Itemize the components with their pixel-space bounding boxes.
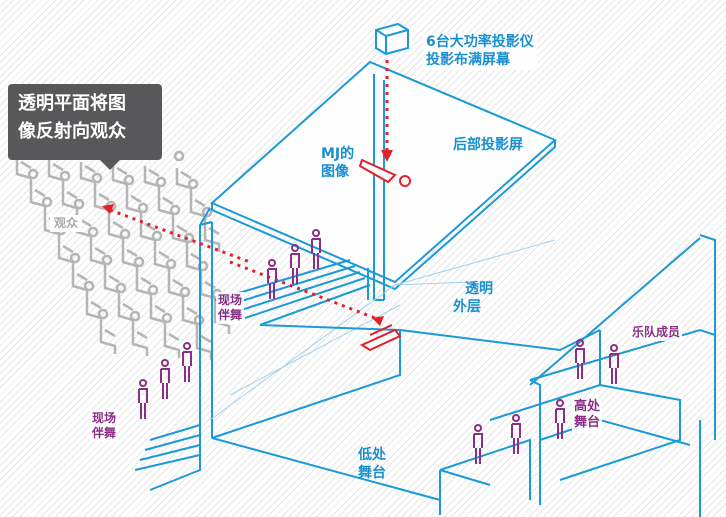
projector-icon — [375, 22, 409, 56]
mj-label-line-2: 图像 — [321, 163, 349, 180]
high-stage — [439, 234, 716, 515]
callout-line-2: 像反射向观众 — [18, 121, 126, 142]
audience-label: 观众 — [50, 215, 83, 232]
front-pillar — [199, 221, 213, 440]
mj-label-line-1: MJ的 — [321, 146, 355, 162]
audience-member — [27, 168, 47, 214]
dancer — [555, 399, 565, 439]
dancer — [267, 259, 277, 299]
audience-member — [173, 150, 193, 196]
audience-member — [137, 202, 157, 248]
dancer — [511, 414, 521, 454]
reflection-callout: 透明平面将图 像反射向观众 — [8, 84, 162, 170]
projector-label-line-2: 投影布满屏幕 — [426, 51, 510, 68]
dancers-lower-line-2: 伴舞 — [92, 426, 117, 440]
transparent-label-line-1: 透明 — [465, 281, 493, 297]
projector-label: 6台大功率投影仪 投影布满屏幕 — [423, 33, 537, 70]
audience-member — [55, 224, 75, 270]
dancers-lower-label: 现场 伴舞 — [90, 410, 119, 442]
dancer — [182, 342, 192, 382]
mj-image-icon — [358, 158, 411, 187]
audience-member — [147, 284, 167, 330]
dancers-lower-line-1: 现场 — [92, 411, 117, 425]
stage-structure — [134, 60, 716, 517]
audience-member — [87, 226, 107, 272]
low-stage — [211, 324, 601, 501]
dancer — [311, 229, 321, 269]
low-stage-label: 低处 舞台 — [355, 446, 389, 483]
audience-figures — [13, 140, 231, 360]
audience-member — [155, 176, 175, 222]
audience-member — [169, 204, 189, 250]
audience-member — [133, 256, 153, 302]
dancers-upper-label: 现场 伴舞 — [216, 292, 245, 324]
dancer-figures — [138, 229, 619, 464]
audience-member — [101, 254, 121, 300]
audience-member — [129, 310, 149, 356]
audience-member — [161, 312, 181, 358]
audience-member — [115, 282, 135, 328]
band-label: 乐队成员 — [630, 324, 683, 341]
audience-member — [83, 280, 103, 326]
audience-member — [151, 230, 171, 276]
support-post — [367, 74, 385, 301]
dancers-upper-line-1: 现场 — [218, 293, 243, 307]
dancer — [575, 339, 585, 379]
low-stage-line-2: 舞台 — [358, 464, 386, 481]
low-stage-line-1: 低处 — [358, 447, 386, 463]
audience-member — [69, 252, 89, 298]
audience-member — [123, 174, 143, 220]
high-stage-label: 高处 舞台 — [572, 398, 603, 433]
audience-member — [179, 286, 199, 332]
audience-member — [193, 314, 213, 360]
dancers-upper-line-2: 伴舞 — [218, 308, 243, 322]
callout-line-1: 透明平面将图 — [18, 93, 126, 114]
ray-arrowheads — [102, 150, 393, 326]
mj-reflection-icon — [359, 324, 402, 352]
audience-member — [187, 178, 207, 224]
projector-label-line-1: 6台大功率投影仪 — [426, 34, 534, 50]
high-stage-line-2: 舞台 — [574, 415, 601, 431]
transparent-layer-label: 透明 外层 — [450, 280, 496, 317]
mj-image-label: MJ的 图像 — [318, 145, 358, 182]
audience-member — [165, 258, 185, 304]
light-rays — [109, 60, 389, 322]
audience-member — [97, 308, 117, 354]
audience-member — [59, 170, 79, 216]
audience-member — [119, 228, 139, 274]
rear-screen-label: 后部投影屏 — [450, 136, 526, 156]
transparent-label-line-2: 外层 — [453, 298, 481, 315]
high-stage-line-1: 高处 — [574, 399, 601, 414]
dancer — [160, 359, 170, 399]
dancer — [138, 379, 148, 419]
dancer — [473, 424, 483, 464]
dancer — [609, 344, 619, 384]
audience-member — [91, 172, 111, 218]
dancer — [290, 244, 300, 284]
